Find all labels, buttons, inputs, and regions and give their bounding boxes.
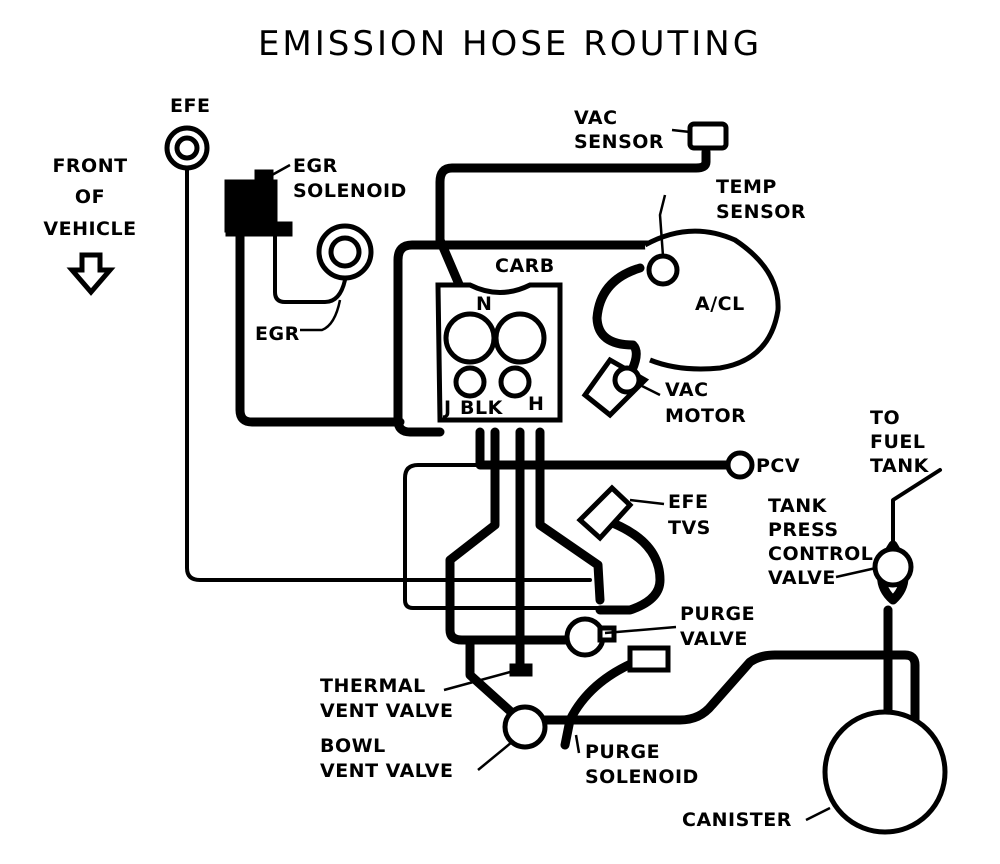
temp-sensor-label-2: SENSOR: [716, 201, 806, 223]
vac-sensor-hose: [435, 147, 711, 315]
pcv-valve: [725, 450, 755, 480]
tank-press-label-1: TANK: [768, 495, 828, 517]
efe-hose: [185, 168, 592, 582]
carb-center-hose-3: [535, 427, 605, 605]
efe-tvs-hose: [595, 515, 665, 615]
egr-label: EGR: [255, 323, 300, 345]
purge-solenoid-label-1: PURGE: [585, 741, 660, 763]
egr-solenoid-label-1: EGR: [293, 155, 338, 177]
bowl-vent-valve: [502, 704, 548, 750]
thermal-vent-valve: [509, 663, 533, 677]
fuel-tank-label-1: TO: [870, 407, 900, 429]
bowl-vent-label-1: BOWL: [320, 735, 386, 757]
carb-port-blk: BLK: [460, 397, 504, 419]
front-label-3: VEHICLE: [43, 218, 136, 240]
lower-loop-hose: [403, 463, 602, 610]
thermal-vent-label-1: THERMAL: [320, 675, 426, 697]
efe-tvs-label-1: EFE: [668, 491, 708, 513]
efe-label: EFE: [170, 95, 210, 117]
fuel-tank-hose: [891, 468, 942, 547]
purge-solenoid-label-2: SOLENOID: [585, 766, 699, 788]
acl-vac-motor-hose: [592, 263, 645, 375]
air-cleaner-label: A/CL: [695, 293, 745, 315]
carb-barrel-2: [493, 311, 547, 365]
egr-solenoid-hose: [235, 230, 405, 427]
canister-label: CANISTER: [682, 809, 792, 831]
egr-solenoid-base: [225, 221, 293, 237]
efe-tvs: [576, 484, 634, 542]
vac-sensor: [687, 121, 729, 151]
efe-tvs-label-2: TVS: [668, 517, 711, 539]
carb-barrel-1: [443, 311, 497, 365]
leader-lines: [271, 128, 877, 822]
vac-sensor-label-2: SENSOR: [574, 131, 664, 153]
pcv-label: PCV: [756, 455, 800, 477]
front-label-1: FRONT: [52, 155, 127, 177]
carb-barrel-4: [498, 365, 532, 399]
tank-press-control-valve: [872, 546, 914, 588]
efe-port-inner: [174, 135, 200, 161]
carb-center-hose-1: [445, 427, 585, 645]
purge-solenoid-hose: [560, 655, 645, 750]
egr-valve-inner: [328, 235, 362, 269]
carb-port-n: N: [476, 293, 492, 315]
purge-valve-label-2: VALVE: [680, 628, 748, 650]
fuel-tank-label-3: TANK: [870, 455, 930, 477]
canister: [822, 709, 948, 835]
tank-press-label-3: CONTROL: [768, 543, 873, 565]
vac-motor-label-1: VAC: [665, 379, 709, 401]
thermal-vent-hose: [465, 635, 525, 725]
egr-solenoid-label-2: SOLENOID: [293, 180, 407, 202]
thermal-vent-label-2: VENT VALVE: [320, 700, 453, 722]
carb-port-j: J: [442, 397, 452, 419]
tank-press-label-4: VALVE: [768, 567, 836, 589]
front-label-2: OF: [75, 186, 105, 208]
bowl-vent-label-2: VENT VALVE: [320, 760, 453, 782]
carb-port-h: H: [528, 393, 544, 415]
egr-valve-hose: [273, 233, 347, 304]
purge-solenoid: [627, 645, 671, 673]
temp-sensor: [646, 253, 680, 287]
front-arrow-icon: [66, 252, 116, 296]
egr-solenoid-top: [254, 169, 274, 185]
labels: EFE FRONT OF VEHICLE EGR SOLENOID EGR VA…: [43, 95, 929, 831]
components: [66, 121, 948, 835]
diagram-title: EMISSION HOSE ROUTING: [258, 24, 762, 64]
vac-sensor-label-1: VAC: [574, 107, 618, 129]
carb-barrel-3: [453, 365, 487, 399]
fuel-tank-label-2: FUEL: [870, 431, 926, 453]
temp-sensor-label-1: TEMP: [716, 176, 777, 198]
vac-motor-diaphragm: [612, 365, 642, 395]
purge-valve-label-1: PURGE: [680, 603, 755, 625]
carb-label: CARB: [495, 255, 555, 277]
tank-press-label-2: PRESS: [768, 519, 839, 541]
bowl-to-canister-hose: [540, 650, 920, 785]
vac-motor-label-2: MOTOR: [665, 405, 746, 427]
hoses: [185, 147, 942, 785]
